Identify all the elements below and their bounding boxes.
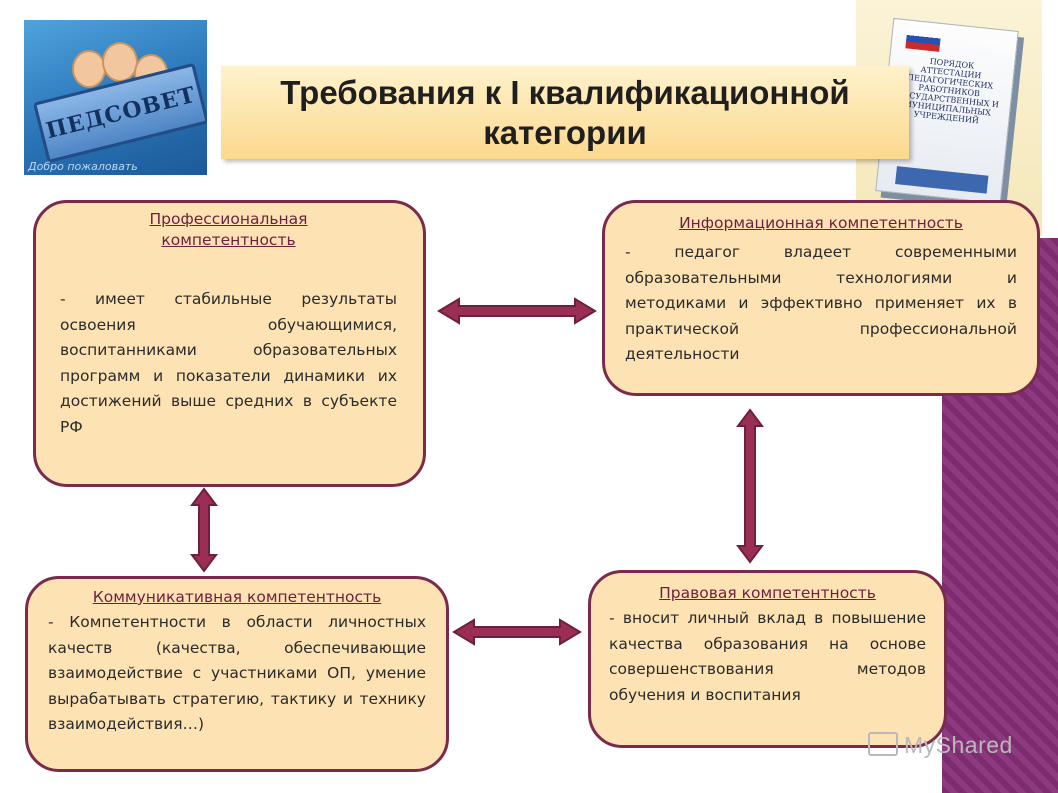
double-arrow-communicative-legal: [452, 618, 582, 646]
informational-competence-box: Информационная компетентность - педагог …: [602, 200, 1040, 396]
box-text: - вносит личный вклад в повышение качест…: [609, 609, 926, 704]
title-banner: Требования к I квалификационной категори…: [221, 66, 909, 159]
double-arrow-informational-legal: [736, 408, 764, 564]
box-title: Информационная компетентность: [679, 214, 963, 232]
box-text: - Компетентности в области личностных ка…: [48, 613, 426, 733]
presentation-icon: [868, 732, 898, 756]
double-arrow-professional-communicative: [190, 487, 218, 573]
professional-competence-box: Профессиональная компетентность - имеет …: [33, 200, 426, 487]
pedsovet-logo: ПЕДСОВЕТ Добро пожаловать: [24, 20, 207, 175]
communicative-competence-box: Коммуникативная компетентность - Компете…: [25, 576, 449, 772]
box-text: - имеет стабильные результаты освоения о…: [60, 290, 397, 436]
box-title: Профессиональная компетентность: [149, 210, 308, 249]
book-cover-stripe: [895, 166, 989, 194]
box-title: Правовая компетентность: [659, 584, 876, 602]
book-title: Порядок аттестации педагогических работн…: [897, 56, 1000, 126]
box-title: Коммуникативная компетентность: [92, 588, 382, 606]
page-title: Требования к I квалификационной категори…: [280, 73, 850, 151]
russian-flag-icon: [905, 28, 942, 52]
logo-tagline: Добро пожаловать: [28, 160, 138, 173]
legal-competence-box: Правовая компетентность - вносит личный …: [588, 570, 947, 748]
watermark-text: MyShared: [904, 732, 1013, 758]
box-text: - педагог владеет современными образоват…: [625, 243, 1017, 363]
double-arrow-professional-informational: [437, 297, 597, 325]
watermark: MyShared: [868, 732, 1013, 759]
